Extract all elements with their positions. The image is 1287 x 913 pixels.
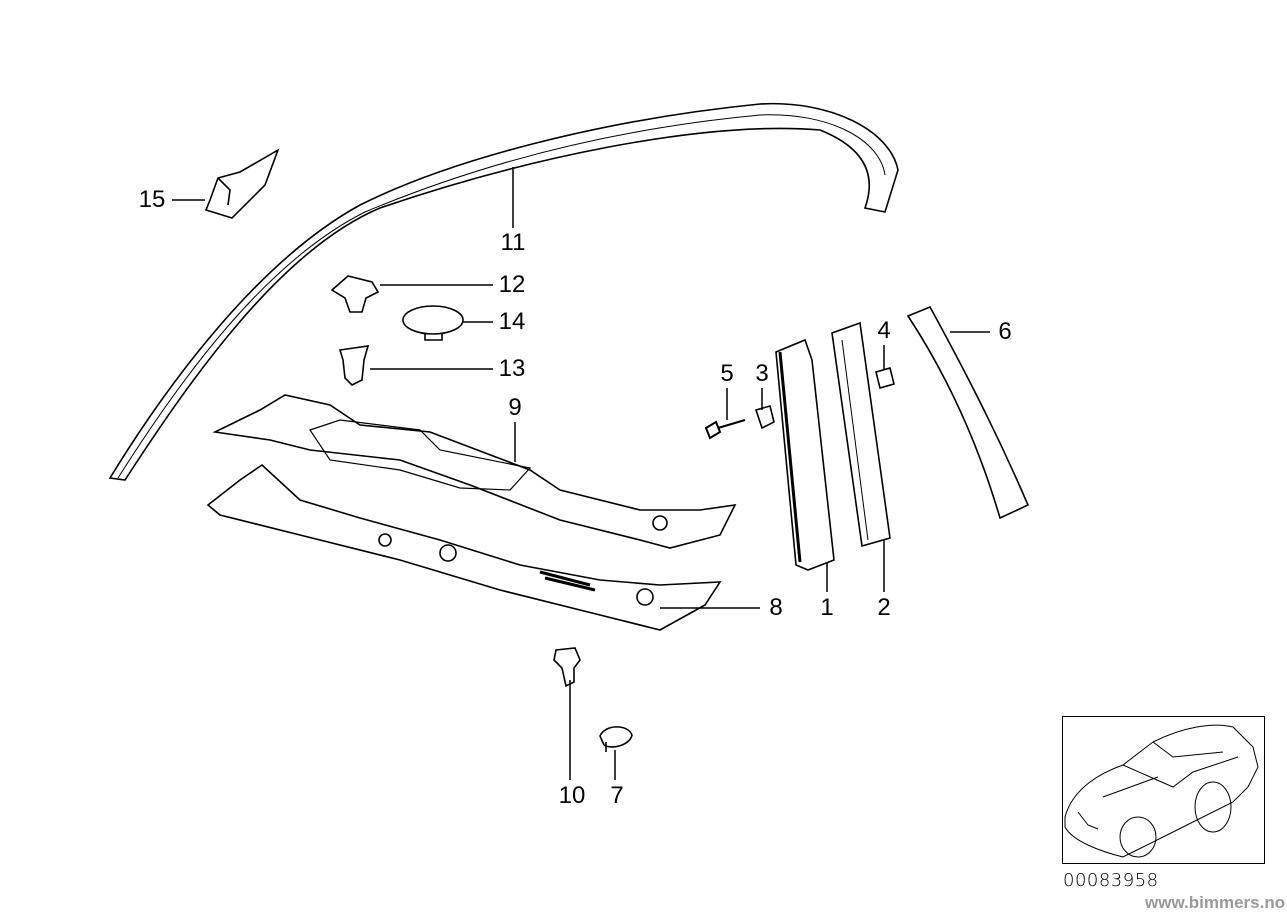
callout-14: 14: [498, 308, 526, 335]
callout-13: 13: [498, 355, 526, 382]
callout-12: 12: [498, 271, 526, 298]
part-6-trim: [906, 305, 1030, 520]
callout-1: 1: [820, 594, 834, 621]
callout-10: 10: [558, 782, 586, 809]
car-location-inset: [1062, 716, 1265, 864]
callout-11: 11: [500, 229, 526, 256]
callout-2: 2: [877, 594, 891, 621]
callout-5: 5: [720, 360, 734, 387]
part-4-clip: [875, 367, 895, 389]
part-14-cap: [402, 305, 464, 335]
callout-3: 3: [755, 360, 769, 387]
part-7-clip: [599, 726, 633, 752]
part-11-roof-molding: [108, 102, 899, 481]
callout-4: 4: [877, 317, 891, 344]
part-10-clip: [553, 647, 581, 688]
part-12-clip: [330, 275, 380, 313]
callout-7: 7: [610, 782, 624, 809]
part-3-clip: [754, 405, 775, 430]
watermark: www.bimmers.no: [1145, 893, 1286, 912]
part-15-bracket: [204, 148, 280, 219]
callout-9: 9: [508, 394, 522, 421]
diagram-number: 00083958: [1063, 870, 1159, 891]
leader-lines: [172, 167, 990, 780]
part-13-grommet: [338, 345, 370, 386]
part-5-screw: [704, 419, 746, 440]
part-1-pillar-trim: [775, 338, 835, 571]
callout-15: 15: [138, 186, 166, 213]
callout-6: 6: [998, 318, 1012, 345]
part-2-pillar-trim: [831, 321, 891, 548]
part-8-cowl: [206, 463, 722, 631]
callout-8: 8: [769, 594, 783, 621]
car-outline-icon: [1064, 724, 1259, 858]
part-9-cover: [212, 394, 737, 549]
